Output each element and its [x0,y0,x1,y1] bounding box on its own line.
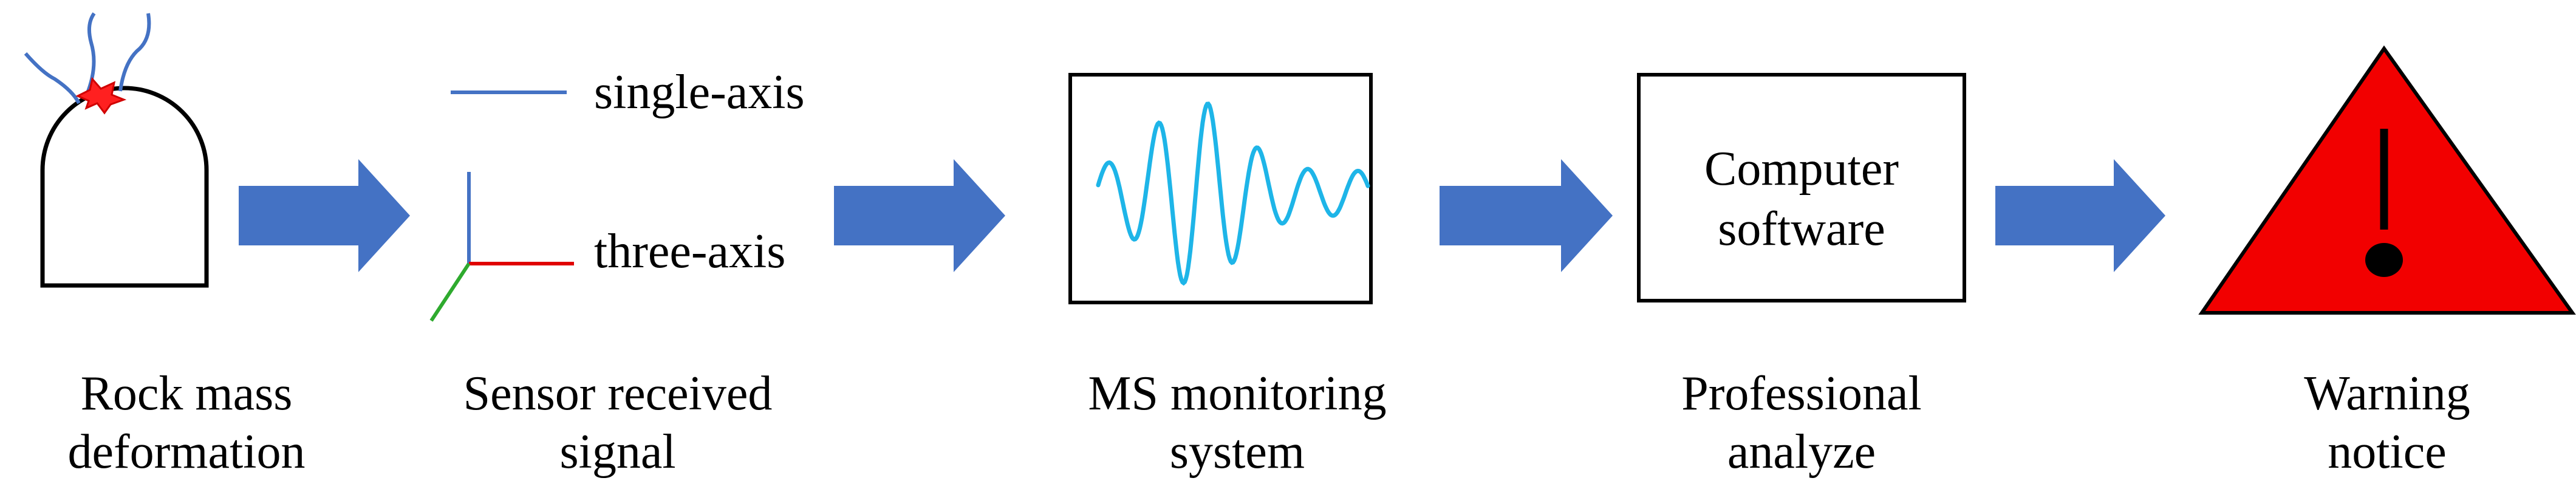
crack-line-left [24,52,81,104]
flow-arrow-4 [1995,159,2165,272]
exclamation-dot [2365,243,2403,277]
caption-line-1: Sensor received [463,367,773,420]
caption-line-2: signal [559,425,676,479]
step-caption-rock: Rock mass deformation [0,364,375,481]
step-caption-sensor: Sensor received signal [429,364,806,481]
axis-diagonal-line [429,262,471,322]
tunnel-outline [40,86,209,288]
step-caption-analyze: Professional analyze [1613,364,1990,481]
single-axis-label: single-axis [594,66,805,119]
waveform-icon [1096,101,1370,286]
computer-label: Computer [1704,142,1899,196]
software-label: software [1718,202,1885,256]
flow-arrow-2 [834,159,1005,272]
step-caption-monitoring: MS monitoring system [1049,364,1426,481]
flow-arrow-3 [1440,159,1613,272]
caption-line-1: Professional [1681,367,1922,420]
computer-software-box [1637,73,1966,302]
burst-icon [75,77,127,115]
flow-arrow-1 [239,159,410,272]
caption-line-2: notice [2328,425,2447,479]
crack-line-right [118,13,151,92]
three-axis-label: three-axis [594,225,785,278]
caption-line-2: system [1169,425,1305,479]
rock-tunnel-icon [24,12,209,288]
caption-line-1: MS monitoring [1088,367,1387,420]
caption-line-2: analyze [1727,425,1876,479]
warning-triangle-icon [2198,45,2576,315]
caption-line-1: Rock mass [80,367,293,420]
caption-line-2: deformation [67,425,306,479]
caption-line-1: Warning [2304,367,2470,420]
sensor-axis-icon [429,91,574,322]
step-caption-warning: Warning notice [2199,364,2575,481]
